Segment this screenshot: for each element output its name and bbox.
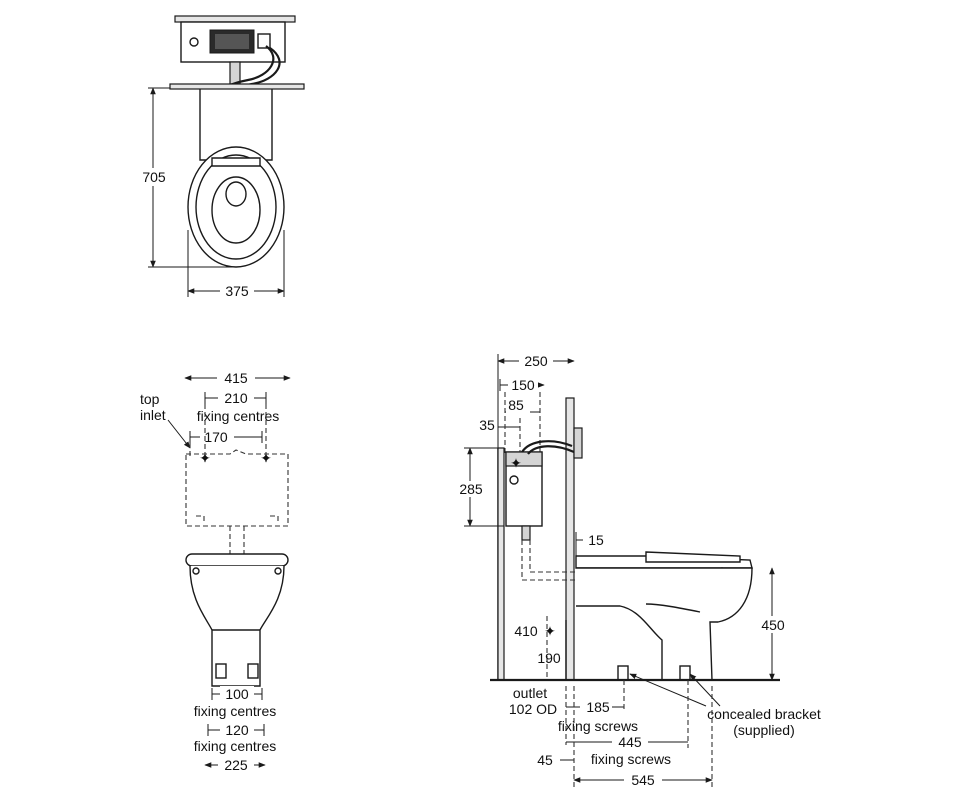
dim-185-bg — [580, 699, 612, 715]
dim-120-label: 120 — [225, 722, 249, 738]
front-inlet-mark-1: ✦ — [199, 450, 211, 466]
dim-45-label: 45 — [537, 752, 553, 768]
dim-225-bg — [218, 757, 254, 773]
front-pan-body — [189, 565, 285, 687]
dim-120-bg — [220, 722, 254, 738]
dim-415-bg — [217, 369, 255, 386]
dim-410-label: 410 — [514, 623, 538, 639]
bracket-leader-1 — [629, 673, 707, 707]
bracket-leader-2 — [689, 673, 721, 707]
dim-415-label: 415 — [224, 370, 248, 386]
side-flush-pipe — [521, 540, 578, 581]
side-view: 250 150 85 35 285 ✦ — [454, 352, 821, 790]
side-cistern-float — [509, 475, 519, 485]
top-inlet-label-1: top — [140, 391, 160, 407]
fixing-screws-label-2: fixing screws — [591, 751, 671, 767]
side-cable-1 — [521, 440, 573, 453]
front-hinge-right — [274, 567, 282, 575]
plan-wall-line — [169, 83, 305, 90]
side-cable-2 — [527, 445, 575, 455]
dim-85-bg — [506, 397, 530, 413]
control-screen — [215, 34, 249, 49]
dim-445-bg — [612, 734, 648, 750]
dim-170-bg — [200, 429, 234, 445]
dim-705-bg — [138, 168, 170, 186]
plan-wall-top — [174, 15, 296, 23]
side-rear-wall — [497, 447, 505, 681]
dim-545-bg — [624, 772, 662, 788]
dim-170-label: 170 — [204, 429, 228, 445]
bracket-label-2: (supplied) — [733, 722, 794, 738]
dim-190-label: 190 — [537, 650, 561, 666]
fixing-screws-label-1: fixing screws — [558, 718, 638, 734]
dim-150-label: 150 — [511, 377, 535, 393]
dim-250-bg — [519, 352, 553, 369]
front-cistern-feet — [196, 515, 279, 524]
dim-285-bg — [454, 481, 488, 497]
side-screw-2 — [679, 665, 691, 681]
dim-185-label: 185 — [586, 699, 610, 715]
dim-210-label: 210 — [224, 390, 248, 406]
side-flush-connector — [521, 525, 531, 541]
front-view: 415 210 fixing centres top inlet 170 ✦ ✦ — [140, 369, 291, 773]
dim-285-label: 285 — [459, 481, 483, 497]
side-outlet-mark: ✦ — [544, 623, 556, 639]
dim-375-label: 375 — [225, 283, 249, 299]
dim-410-bg — [512, 622, 542, 638]
control-knob — [189, 37, 199, 47]
dim-705-label: 705 — [142, 169, 166, 185]
side-flush-plate — [573, 427, 583, 459]
plan-view: 705 375 — [138, 15, 305, 300]
top-inlet-label-2: inlet — [140, 407, 166, 423]
dim-250-label: 250 — [524, 353, 548, 369]
front-seat — [185, 553, 289, 567]
fixing-centres-label-2: fixing centres — [194, 738, 276, 754]
front-flush-pipe — [229, 526, 245, 556]
dim-210-bg — [218, 390, 254, 406]
outlet-label: outlet — [513, 685, 547, 701]
side-lid — [645, 551, 741, 563]
pan-inner-bowl — [211, 176, 261, 244]
dim-375-bg — [220, 283, 254, 300]
bracket-label-1: concealed bracket — [707, 706, 821, 722]
dim-545-label: 545 — [631, 772, 655, 788]
dim-445-label: 445 — [618, 734, 642, 750]
side-pan-rim-detail — [645, 603, 701, 613]
side-cistern-valve — [505, 451, 543, 467]
supply-stem — [229, 61, 241, 85]
front-foot-bracket-left — [215, 663, 227, 679]
dim-225-label: 225 — [224, 757, 248, 773]
control-port — [257, 33, 271, 49]
front-hinge-left — [192, 567, 200, 575]
dim-15-label: 15 — [588, 532, 604, 548]
dim-85-label: 85 — [508, 397, 524, 413]
outlet-od-label: 102 OD — [509, 701, 557, 717]
front-foot-bracket-right — [247, 663, 259, 679]
side-duct-panel — [565, 397, 575, 681]
front-cistern-dashed — [185, 449, 289, 527]
dim-150-bg — [508, 377, 538, 393]
dim-35-label: 35 — [479, 417, 495, 433]
pan-outlet-hole — [225, 181, 247, 207]
pan-seat — [195, 154, 277, 260]
side-pan-body — [576, 567, 753, 681]
top-inlet-leader — [167, 419, 191, 449]
seat-hinge — [211, 157, 261, 167]
fixing-centres-label-1: fixing centres — [194, 703, 276, 719]
dim-450-label: 450 — [761, 617, 785, 633]
fixing-centres-label-top: fixing centres — [197, 408, 279, 424]
dim-450-bg — [756, 616, 790, 633]
side-cistern-mark: ✦ — [510, 455, 522, 471]
side-screw-1 — [617, 665, 629, 681]
dim-100-label: 100 — [225, 686, 249, 702]
dim-100-bg — [220, 686, 254, 702]
front-inlet-mark-2: ✦ — [260, 450, 272, 466]
